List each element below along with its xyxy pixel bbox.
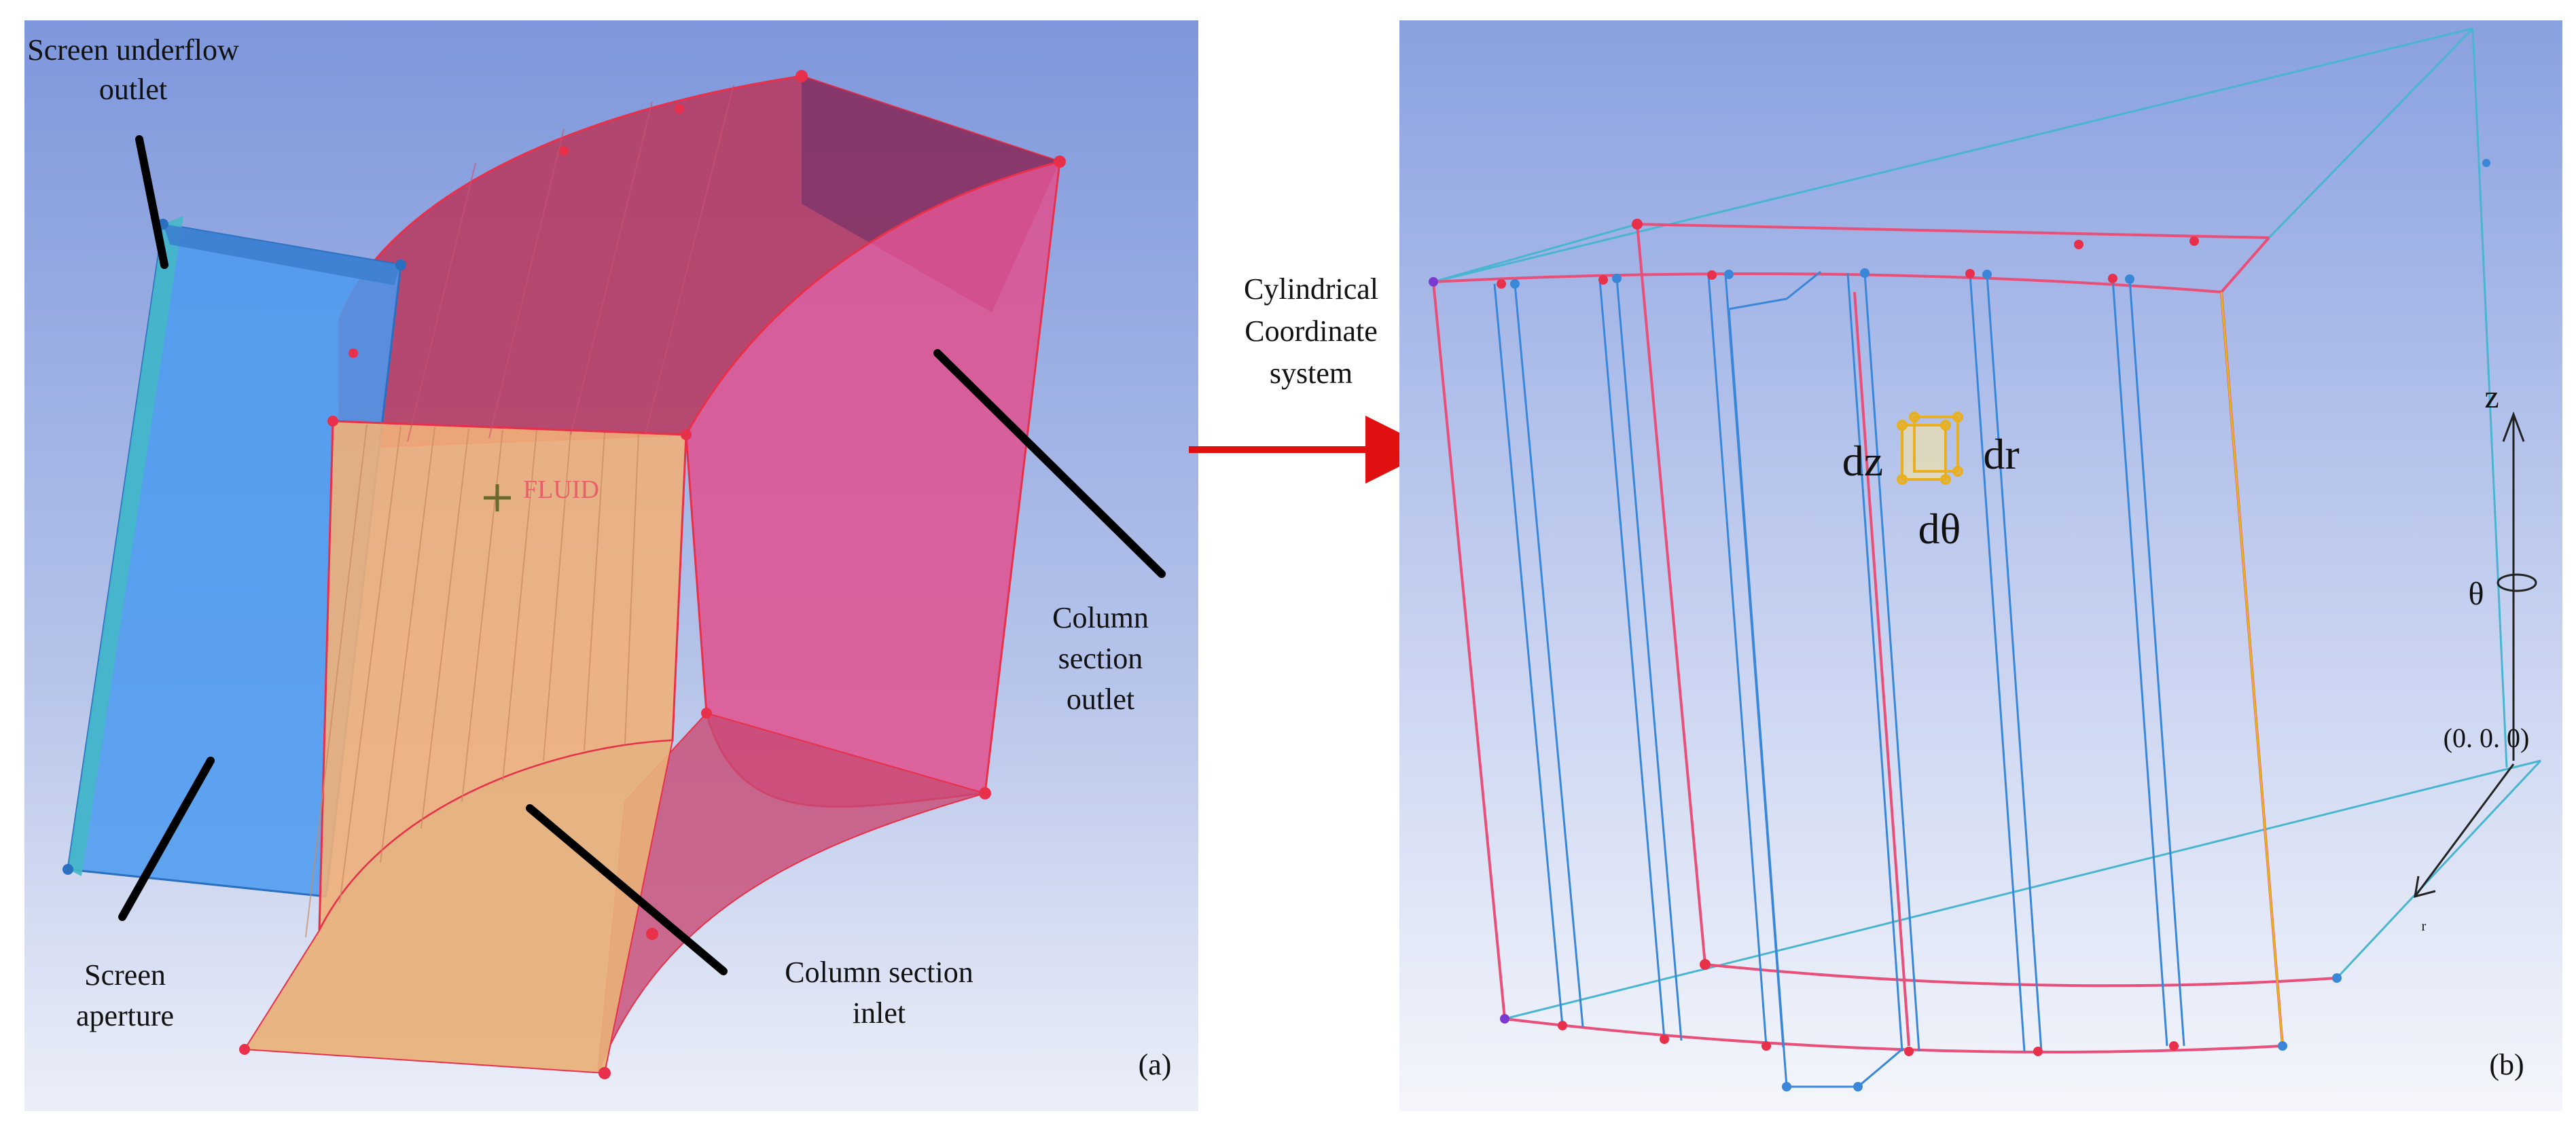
panel-b-label: (b)	[2489, 1048, 2524, 1081]
label-origin: (0. 0. 0)	[2444, 723, 2530, 753]
panel-b: dz dr dθ z θ (0. 0. 0) r (b)	[1399, 20, 2562, 1111]
column-inlet-bottom	[243, 739, 674, 1074]
panel-a-vertices	[239, 70, 1066, 1079]
label-theta-axis: θ	[2469, 576, 2484, 612]
label-column-inlet-line1: Column section	[785, 956, 973, 989]
label-dr: dr	[1983, 430, 2019, 478]
leader-screen-underflow	[135, 135, 168, 269]
coordinate-arrow: Cylindrical Coordinate system	[1189, 272, 1433, 484]
label-screen-aperture-line1: Screen	[84, 958, 166, 992]
label-screen-underflow-line1: Screen underflow	[27, 33, 239, 67]
panel-b-vertices	[1497, 219, 2199, 1056]
axes	[2414, 411, 2537, 899]
top-mesh-lines	[407, 84, 734, 442]
r-axis-line	[2414, 763, 2515, 897]
yellow-edge	[2220, 291, 2284, 1047]
differential-element	[1897, 412, 1963, 485]
fluid-label: FLUID	[523, 475, 599, 504]
cyan-frame-lines	[1433, 27, 2542, 1020]
arrow-label-line2: Coordinate	[1245, 314, 1378, 348]
screen-underflow-outlet-strip	[68, 216, 183, 876]
purple-vertex-top	[1429, 277, 1438, 287]
leader-column-inlet	[526, 804, 728, 975]
arrow-label-line1: Cylindrical	[1244, 272, 1378, 306]
label-column-outlet-line3: outlet	[1067, 683, 1134, 716]
panel-b-background	[1399, 20, 2562, 1111]
leader-screen-aperture	[118, 757, 215, 921]
label-r-axis: r	[2422, 919, 2427, 934]
leader-column-outlet	[933, 349, 1166, 578]
label-column-outlet-line1: Column	[1052, 601, 1149, 634]
label-column-inlet-line2: inlet	[853, 996, 906, 1030]
blue-mesh-lines	[1493, 270, 2185, 1088]
arrow-label-line3: system	[1270, 357, 1353, 390]
panel-a: FLUID Screen underflow outlet Screen ape…	[24, 20, 1198, 1111]
r-axis-head	[2414, 875, 2436, 899]
screen-top-edge	[163, 224, 401, 285]
label-z-axis: z	[2484, 379, 2499, 415]
leader-lines	[118, 135, 1166, 975]
label-dtheta: dθ	[1918, 505, 1961, 553]
theta-rotation-icon	[2497, 573, 2537, 592]
label-column-outlet-line2: section	[1058, 642, 1143, 675]
purple-vertex-bottom	[1500, 1014, 1509, 1024]
column-lower-surface	[597, 712, 988, 1074]
inlet-mesh-lines	[305, 424, 639, 938]
label-screen-aperture-line2: aperture	[76, 999, 174, 1032]
label-dz: dz	[1842, 437, 1883, 485]
fluid-marker: FLUID	[484, 475, 599, 511]
label-screen-underflow-line2: outlet	[99, 73, 167, 106]
panel-a-label: (a)	[1139, 1048, 1172, 1081]
panel-b-blue-vertices	[1510, 159, 2490, 1091]
z-axis-head	[2502, 411, 2525, 442]
